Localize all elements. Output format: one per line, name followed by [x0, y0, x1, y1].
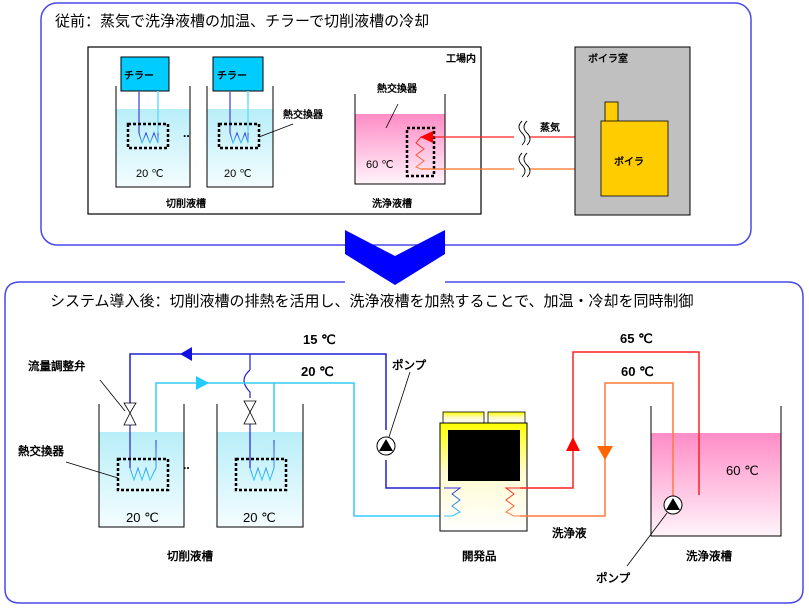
- developed-product: [439, 411, 528, 532]
- cleaning-tank-label: 洗浄液槽: [372, 197, 412, 210]
- heat-exchanger-label-2: 熱交換器: [377, 82, 418, 95]
- after-panel: システム導入後：切削液槽の排熱を活用し、洗浄液槽を加熱することで、加温・冷却を同…: [4, 281, 804, 604]
- heat-exchanger-label: 熱交換器: [18, 444, 64, 458]
- hot-return-pipe: [520, 382, 674, 517]
- arrow-up-icon: [566, 437, 580, 451]
- transition-arrow-icon: [345, 230, 445, 285]
- pump-label-1: ポンプ: [392, 358, 427, 372]
- arrow-right-icon: [196, 376, 209, 390]
- leader-line: [258, 123, 294, 138]
- leader-line: [99, 379, 126, 412]
- cutting-tank-2-temp: 20 ℃: [224, 168, 252, 180]
- coil: [504, 487, 520, 517]
- before-title: 従前：蒸気で洗浄液槽の加温、チラーで切削液槽の冷却: [55, 12, 429, 30]
- cutting-tank-a: 20 ℃: [98, 402, 185, 528]
- coil: [444, 487, 462, 517]
- arrow-down-icon: [597, 446, 613, 460]
- heat-exchanger: [217, 122, 261, 150]
- cutting-tank-label: 切削液槽: [166, 197, 206, 210]
- heat-exchanger: [126, 122, 170, 150]
- arrow-left-icon: [420, 131, 433, 143]
- temp-65: 65 ℃: [620, 331, 653, 346]
- temp-60: 60 ℃: [621, 364, 654, 379]
- cutting-tank-1-temp: 20 ℃: [136, 168, 164, 180]
- valve-icon: [243, 400, 257, 413]
- temp-20: 20 ℃: [301, 364, 334, 379]
- leader-line: [388, 371, 411, 438]
- product-panel: [448, 430, 520, 481]
- leader-line: [65, 461, 119, 479]
- break-mark-icon: [518, 120, 526, 146]
- cutting-tank-label: 切削液槽: [167, 549, 213, 563]
- heat-exchanger-label: 熱交換器: [283, 108, 324, 121]
- after-title: システム導入後：切削液槽の排熱を活用し、洗浄液槽を加熱することで、加温・冷却を同…: [50, 292, 694, 310]
- valve-label: 流量調整弁: [28, 359, 86, 373]
- boiler-label: ボイラ: [614, 155, 644, 168]
- cutting-tank-a-temp: 20 ℃: [126, 510, 159, 525]
- cutting-tank-b-temp: 20 ℃: [243, 510, 276, 525]
- cutting-tank-1: チラー 20 ℃: [115, 56, 191, 188]
- factory-label: 工場内: [446, 52, 476, 65]
- break-mark-icon: [518, 152, 526, 178]
- cold-supply-pipe: [129, 353, 387, 430]
- cleaning-tank-temp: 60 ℃: [726, 463, 759, 478]
- boiler: [600, 120, 669, 197]
- heat-exchanger: [405, 126, 436, 178]
- after-frame: [4, 281, 804, 604]
- coil: [138, 131, 159, 145]
- cleaning-tank-temp: 60 ℃: [366, 159, 394, 171]
- steam-label: 蒸気: [540, 121, 560, 134]
- ellipsis: ‥: [183, 129, 190, 140]
- cleaning-tank-label: 洗浄液槽: [686, 549, 732, 563]
- cleaning-tank-before: 60 ℃: [354, 94, 446, 185]
- heat-exchanger: [116, 457, 170, 492]
- coil: [414, 136, 425, 170]
- chiller-1: [120, 56, 170, 92]
- ellipsis: ‥: [183, 461, 190, 472]
- chiller-2: [212, 56, 264, 92]
- leader-line: [385, 103, 399, 129]
- cutting-tank-b: 20 ℃: [216, 400, 304, 528]
- cleaning-tank-after: 60 ℃: [650, 406, 782, 537]
- boiler-room-label: ボイラ室: [588, 52, 628, 65]
- coil: [129, 440, 157, 482]
- arrow-left-icon: [180, 347, 192, 361]
- leader-line: [626, 512, 668, 567]
- cleaning-fluid-label: 洗浄液: [552, 526, 587, 540]
- heat-exchanger: [234, 457, 288, 492]
- valve-icon: [123, 402, 137, 414]
- hot-supply-pipe: [520, 351, 700, 505]
- boiler-chimney: [604, 101, 619, 123]
- coil: [229, 131, 249, 145]
- chiller-1-label: チラー: [124, 70, 154, 82]
- temp-15: 15 ℃: [303, 332, 336, 347]
- pump-label-2: ポンプ: [596, 571, 631, 585]
- cold-return-pipe: [155, 382, 444, 517]
- product-label: 開発品: [462, 549, 497, 563]
- chiller-2-label: チラー: [217, 70, 247, 82]
- coil: [249, 440, 275, 482]
- before-panel: 従前：蒸気で洗浄液槽の加温、チラーで切削液槽の冷却 工場内 チラー 20 ℃ ‥…: [40, 2, 752, 246]
- cutting-tank-2: チラー 20 ℃: [206, 56, 294, 188]
